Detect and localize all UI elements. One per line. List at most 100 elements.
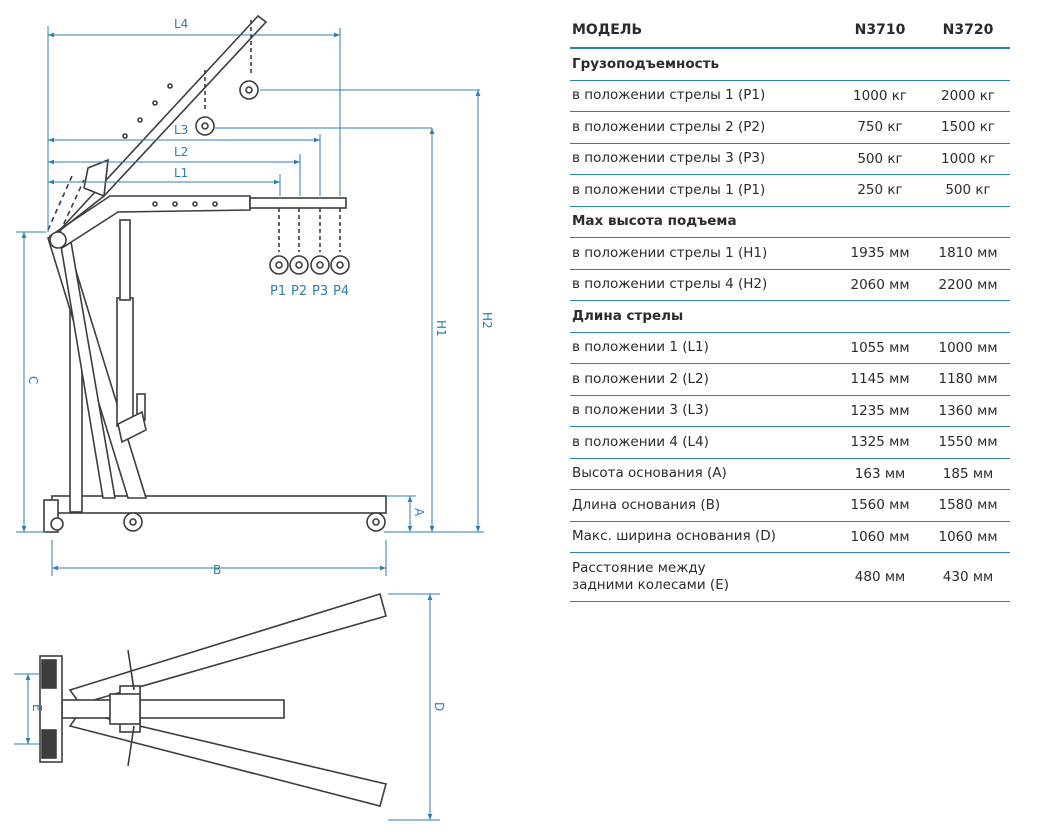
table-row: в положении 2 (L2) 1145 мм 1180 мм bbox=[570, 364, 1010, 396]
spec-table: МОДЕЛЬ N3710 N3720 Грузоподъемность в пол… bbox=[570, 13, 1010, 602]
value-n3720: 1180 мм bbox=[938, 371, 998, 388]
rear-wheel bbox=[123, 512, 143, 532]
row-label: в положении 1 (L1) bbox=[572, 339, 709, 356]
value-n3710: 1325 мм bbox=[850, 434, 910, 451]
label-P1: P1 bbox=[270, 284, 286, 299]
table-row: Макс. ширина основания (D) 1060 мм 1060 мм bbox=[570, 522, 1010, 553]
value-n3720: 430 мм bbox=[942, 569, 994, 585]
header-model: МОДЕЛЬ bbox=[572, 21, 643, 38]
label-D: D bbox=[432, 702, 446, 711]
value-n3710: 1560 мм bbox=[850, 497, 910, 514]
label-P2: P2 bbox=[291, 284, 307, 299]
row-label: в положении стрелы 2 (P2) bbox=[572, 118, 766, 135]
raised-boom bbox=[57, 14, 268, 233]
value-n3720: 185 мм bbox=[942, 465, 994, 482]
value-n3710: 750 кг bbox=[857, 119, 903, 136]
value-n3710: 1000 кг bbox=[853, 87, 907, 104]
label-L4: L4 bbox=[174, 17, 188, 31]
row-label: в положении стрелы 1 (P1) bbox=[572, 87, 766, 104]
label-L2: L2 bbox=[174, 145, 188, 159]
value-n3720: 2000 кг bbox=[941, 87, 995, 104]
label-L3: L3 bbox=[174, 123, 188, 137]
row-label: в положении 3 (L3) bbox=[572, 402, 709, 419]
hook-positions bbox=[269, 208, 350, 275]
table-row: в положении стрелы 1 (H1) 1935 мм 1810 мм bbox=[570, 238, 1010, 270]
spec-table-header: МОДЕЛЬ N3710 N3720 bbox=[570, 13, 1010, 49]
value-n3710: 163 мм bbox=[854, 465, 906, 482]
section-title: Грузоподъемность bbox=[572, 55, 719, 72]
row-label: в положении стрелы 1 (P1) bbox=[572, 181, 766, 198]
section-title: Max высота подъема bbox=[572, 213, 737, 230]
row-label: в положении стрелы 4 (H2) bbox=[572, 276, 768, 293]
table-row: в положении стрелы 2 (P2) 750 кг 1500 кг bbox=[570, 112, 1010, 144]
section-row: Грузоподъемность bbox=[570, 49, 1010, 81]
boom-pivot bbox=[49, 231, 67, 249]
label-P4: P4 bbox=[333, 284, 349, 299]
value-n3710: 1935 мм bbox=[850, 245, 910, 262]
value-n3710: 500 кг bbox=[857, 150, 903, 167]
value-n3720: 1060 мм bbox=[938, 528, 998, 545]
table-row: Длина основания (B) 1560 мм 1580 мм bbox=[570, 490, 1010, 522]
base-beam bbox=[51, 495, 387, 514]
table-row: в положении 4 (L4) 1325 мм 1550 мм bbox=[570, 427, 1010, 459]
value-n3710: 1055 мм bbox=[850, 339, 910, 356]
row-label: в положении стрелы 3 (P3) bbox=[572, 150, 766, 167]
label-H2: H2 bbox=[480, 312, 494, 329]
value-n3720: 1360 мм bbox=[938, 402, 998, 419]
value-n3720: 1550 мм bbox=[938, 434, 998, 451]
front-wheel bbox=[366, 512, 386, 532]
section-title: Длина стрелы bbox=[572, 307, 684, 324]
label-B: B bbox=[213, 563, 221, 577]
label-C: C bbox=[26, 376, 40, 384]
header-n3710: N3710 bbox=[854, 22, 906, 38]
top-left-leg bbox=[68, 592, 387, 705]
value-n3710: 1235 мм bbox=[850, 402, 910, 419]
value-n3710: 480 мм bbox=[854, 569, 906, 585]
table-row: в положении стрелы 3 (P3) 500 кг 1000 кг bbox=[570, 144, 1010, 175]
table-row: в положении 1 (L1) 1055 мм 1000 мм bbox=[570, 333, 1010, 364]
boom bbox=[48, 195, 251, 250]
label-E: E bbox=[30, 704, 44, 712]
crane-side-view bbox=[43, 14, 387, 533]
table-row: в положении стрелы 4 (H2) 2060 мм 2200 мм bbox=[570, 270, 1010, 301]
table-row: Высота основания (A) 163 мм 185 мм bbox=[570, 459, 1010, 490]
spec-table-body: Грузоподъемность в положении стрелы 1 (P1… bbox=[570, 49, 1010, 602]
row-label: в положении стрелы 1 (H1) bbox=[572, 244, 768, 261]
crane-drawing: L4 L3 L2 L1 P1 P2 P3 P4 H1 H2 C A B D E bbox=[14, 14, 494, 821]
row-label: Макс. ширина основания (D) bbox=[572, 528, 776, 545]
top-boom bbox=[61, 699, 285, 719]
label-H1: H1 bbox=[434, 320, 448, 337]
label-P3: P3 bbox=[312, 284, 328, 299]
value-n3720: 500 кг bbox=[945, 182, 991, 199]
top-right-leg bbox=[68, 711, 387, 807]
value-n3710: 1145 мм bbox=[850, 371, 910, 388]
section-row: Длина стрелы bbox=[570, 301, 1010, 333]
boom-extension bbox=[249, 197, 347, 209]
section-row: Max высота подъема bbox=[570, 207, 1010, 238]
row-label: в положении 4 (L4) bbox=[572, 433, 709, 450]
row-label: Высота основания (A) bbox=[572, 465, 727, 482]
value-n3720: 1810 мм bbox=[938, 245, 998, 262]
row-label: Длина основания (B) bbox=[572, 496, 721, 513]
label-A: A bbox=[412, 508, 426, 517]
crane-top-view bbox=[39, 592, 387, 807]
dimension-lines bbox=[16, 26, 484, 576]
hydraulic-cylinder bbox=[116, 297, 134, 427]
value-n3720: 1000 мм bbox=[938, 339, 998, 356]
value-n3710: 2060 мм bbox=[850, 276, 910, 293]
value-n3710: 1060 мм bbox=[850, 528, 910, 545]
value-n3720: 2200 мм bbox=[938, 276, 998, 293]
value-n3720: 1500 кг bbox=[941, 119, 995, 136]
value-n3720: 1580 мм bbox=[938, 497, 998, 514]
value-n3710: 250 кг bbox=[857, 182, 903, 199]
table-row: в положении стрелы 1 (P1) 1000 кг 2000 кг bbox=[570, 81, 1010, 112]
row-label: в положении 2 (L2) bbox=[572, 370, 709, 387]
table-row: в положении 3 (L3) 1235 мм 1360 мм bbox=[570, 396, 1010, 427]
header-n3720: N3720 bbox=[942, 22, 994, 38]
table-row: в положении стрелы 1 (P1) 250 кг 500 кг bbox=[570, 175, 1010, 207]
value-n3720: 1000 кг bbox=[941, 150, 995, 167]
label-L1: L1 bbox=[174, 166, 188, 180]
brace bbox=[59, 234, 116, 499]
